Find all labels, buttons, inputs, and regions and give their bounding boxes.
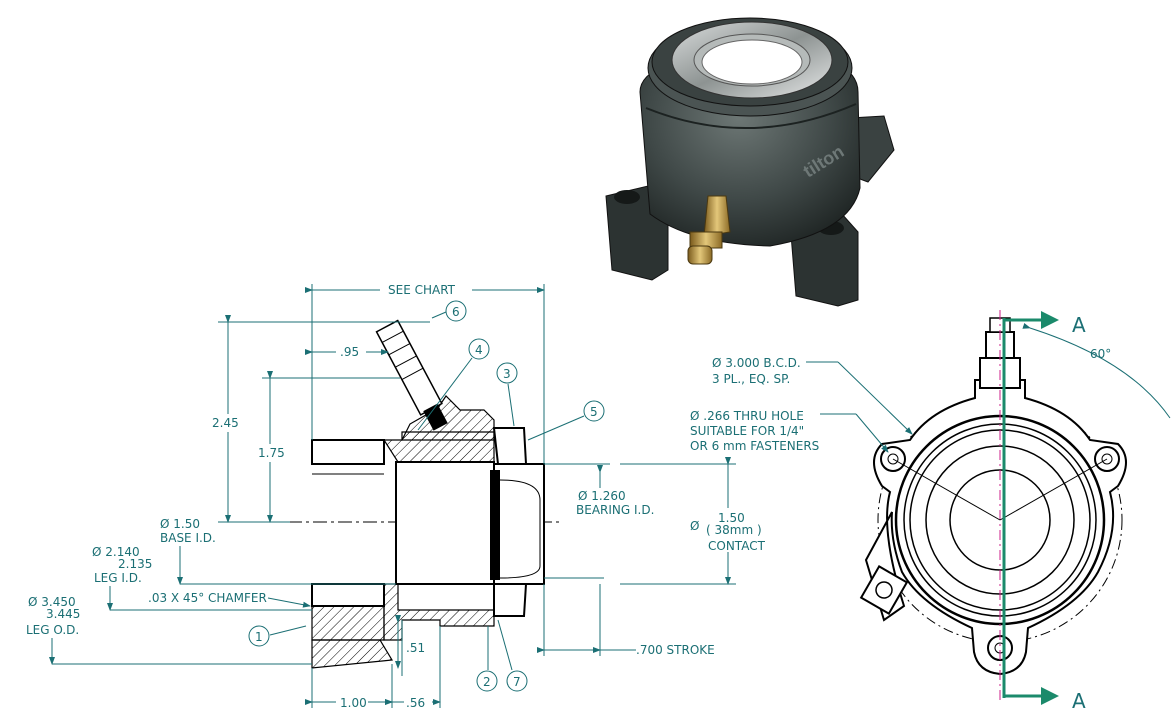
leg-id-value-hi: Ø 2.140 [92, 545, 140, 559]
angle-label: 60° [1090, 347, 1111, 361]
balloon-1: 1 [248, 625, 307, 647]
balloon-7: 7 [497, 619, 528, 692]
bearing-3d-render: tilton [605, 17, 895, 307]
bleed-fitting [687, 195, 731, 265]
stroke-label: .700 STROKE [636, 643, 715, 657]
balloon-5: 5 [527, 400, 605, 441]
svg-text:6: 6 [452, 305, 460, 319]
svg-text:7: 7 [513, 675, 521, 689]
leg-od-value-hi: Ø 3.450 [28, 595, 76, 609]
section-view: SEE CHART .95 2.45 1.75 Ø 1.50 BASE I.D.… [26, 282, 766, 710]
bcd-note-line1: Ø 3.000 B.C.D. [712, 356, 801, 370]
contact-dia-symbol: Ø [690, 519, 699, 533]
balloon-6: 6 [431, 300, 467, 322]
dim-175: 1.75 [258, 446, 285, 460]
feed-fitting [375, 319, 448, 431]
bcd-note-line2: 3 PL., EQ. SP. [712, 372, 790, 386]
leg-id-label: LEG I.D. [94, 571, 142, 585]
contact-value: 1.50 [718, 511, 745, 525]
dim-100: 1.00 [340, 696, 367, 710]
dim-245: 2.45 [212, 416, 239, 430]
see-chart-label: SEE CHART [388, 283, 456, 297]
bearing-id-value: Ø 1.260 [578, 489, 626, 503]
section-label-top: A [1072, 313, 1086, 337]
dim-056: .56 [406, 696, 425, 710]
balloon-3: 3 [496, 362, 518, 427]
contact-mm: ( 38mm ) [706, 523, 762, 537]
contact-label: CONTACT [708, 539, 766, 553]
svg-text:5: 5 [590, 405, 598, 419]
leg-od-value-lo: 3.445 [46, 607, 80, 621]
dim-095: .95 [340, 345, 359, 359]
balloon-2: 2 [476, 626, 498, 692]
hole-note-line2: SUITABLE FOR 1/4" [690, 424, 804, 438]
bearing-id-label: BEARING I.D. [576, 503, 654, 517]
svg-text:3: 3 [503, 367, 511, 381]
hole-note-line3: OR 6 mm FASTENERS [690, 439, 819, 453]
section-label-bottom: A [1072, 689, 1086, 713]
leg-id-value-lo: 2.135 [118, 557, 152, 571]
base-id-value: Ø 1.50 [160, 517, 200, 531]
balloon-4: 4 [417, 338, 490, 431]
dim-051: .51 [406, 641, 425, 655]
svg-text:2: 2 [483, 675, 491, 689]
end-view: A A 60° Ø 3.000 B.C.D. 3 PL., EQ. SP. Ø … [690, 310, 1171, 713]
chamfer-note: .03 X 45° CHAMFER [148, 591, 267, 605]
hole-note-line1: Ø .266 THRU HOLE [690, 409, 804, 423]
svg-text:4: 4 [475, 343, 483, 357]
base-id-label: BASE I.D. [160, 531, 216, 545]
svg-text:1: 1 [255, 630, 263, 644]
leg-od-label: LEG O.D. [26, 623, 79, 637]
